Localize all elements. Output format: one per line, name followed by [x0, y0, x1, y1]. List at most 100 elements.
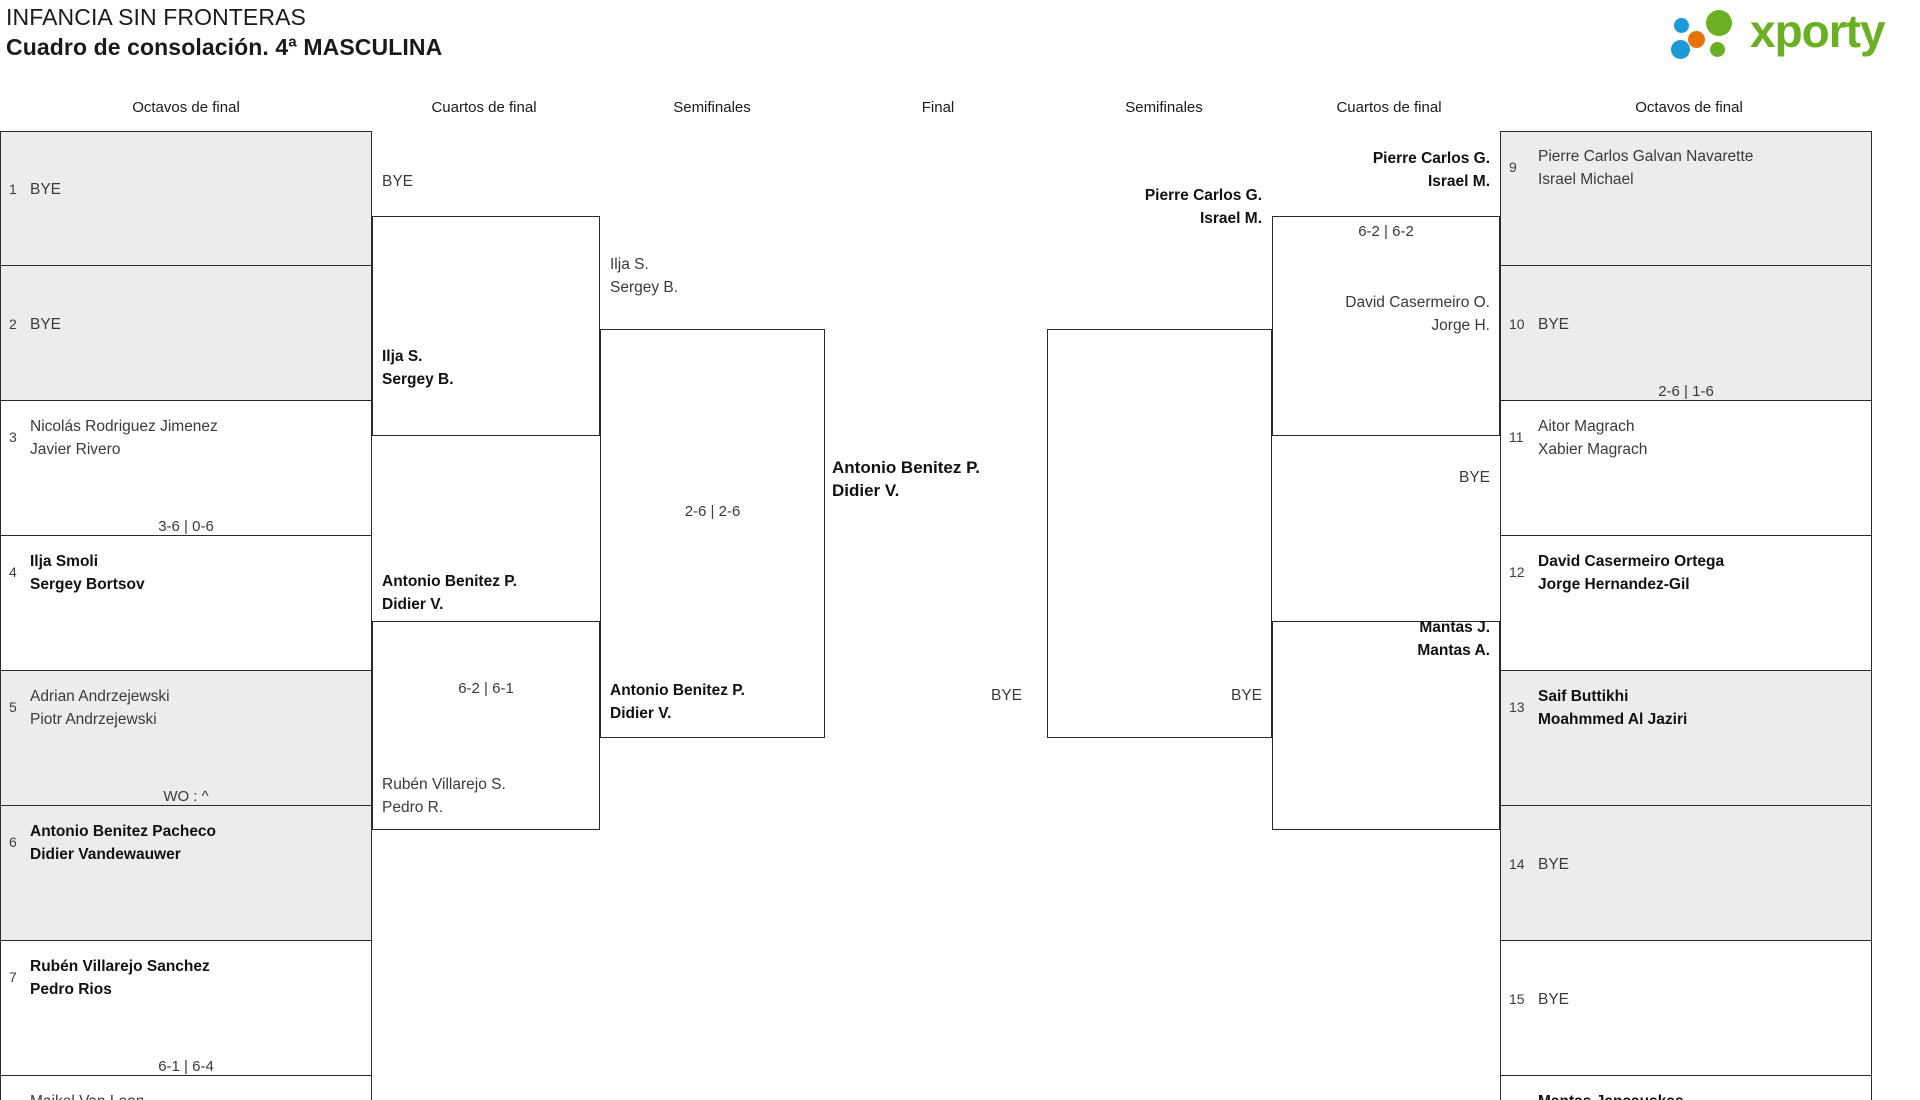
left-seed-7: 7: [9, 969, 17, 985]
logo-dot-orange: [1688, 31, 1705, 48]
right-r16-slot-15[interactable]: [1500, 941, 1872, 1076]
right-qf-player-1-1: David Casermeiro O.: [1345, 294, 1490, 311]
right-player-9-1: Pierre Carlos Galvan Navarette: [1538, 148, 1754, 165]
left-r16-slot-2[interactable]: [0, 266, 372, 401]
right-sf-player-1-1: BYE: [1230, 687, 1262, 704]
left-player-3-1: Nicolás Rodriguez Jimenez: [30, 418, 218, 435]
right-r16-slot-16[interactable]: [1500, 1076, 1872, 1100]
left-r16-score-2: 6-1 | 6-4: [158, 1058, 214, 1075]
left-player-6-1: Antonio Benitez Pacheco: [30, 823, 217, 840]
right-seed-14: 14: [1509, 856, 1525, 872]
left-player-1-1: BYE: [30, 181, 62, 198]
left-player-8-1: Maikel Van Loon: [30, 1092, 144, 1100]
left-sf-player-1-1: Antonio Benitez P.: [610, 682, 745, 699]
right-seed-10: 10: [1509, 316, 1525, 332]
right-player-12-1: David Casermeiro Ortega: [1538, 553, 1725, 570]
left-player-4-2: Sergey Bortsov: [30, 576, 145, 593]
round-header-0: Octavos de final: [132, 99, 240, 116]
left-r16-slot-4[interactable]: [0, 536, 372, 671]
right-qf-player-3-1: Mantas J.: [1419, 619, 1490, 636]
left-seed-2: 2: [9, 316, 17, 332]
right-r16-score-0: 2-6 | 1-6: [1658, 383, 1714, 400]
left-r16-slot-8[interactable]: [0, 1076, 372, 1100]
right-r16-slot-10[interactable]: [1500, 266, 1872, 401]
right-qf-player-0-2: Israel M.: [1427, 173, 1490, 190]
left-player-6-2: Didier Vandewauwer: [30, 846, 181, 863]
round-header-6: Octavos de final: [1635, 99, 1743, 116]
right-player-10-1: BYE: [1538, 316, 1570, 333]
left-r16-slot-5[interactable]: [0, 671, 372, 806]
left-r16-slot-1[interactable]: [0, 131, 372, 266]
left-sf-player-1-2: Didier V.: [610, 705, 672, 722]
final-bye-label: BYE: [990, 687, 1022, 704]
bracket-subtitle: Cuadro de consolación. 4ª MASCULINA: [6, 34, 443, 60]
right-qf-player-1-2: Jorge H.: [1431, 317, 1490, 334]
tournament-name: INFANCIA SIN FRONTERAS: [6, 4, 306, 30]
left-player-7-2: Pedro Rios: [30, 981, 112, 998]
right-r16-slot-13[interactable]: [1500, 671, 1872, 806]
left-r16-slot-6[interactable]: [0, 806, 372, 941]
right-qf-box-top[interactable]: [1272, 216, 1500, 436]
left-r16-score-1: WO : ^: [163, 788, 209, 805]
right-player-14-1: BYE: [1538, 856, 1570, 873]
logo-wordmark: xporty: [1750, 5, 1886, 57]
right-r16-slot-12[interactable]: [1500, 536, 1872, 671]
page-title: INFANCIA SIN FRONTERAS Cuadro de consola…: [6, 2, 442, 62]
right-qf-score-0: 6-2 | 6-2: [1358, 223, 1414, 240]
left-r16-slot-3[interactable]: [0, 401, 372, 536]
round-header-3: Final: [921, 99, 955, 116]
final-player-2: Didier V.: [832, 481, 900, 500]
right-player-15-1: BYE: [1538, 991, 1570, 1008]
left-qf-player-3-2: Pedro R.: [382, 799, 444, 816]
right-seed-12: 12: [1509, 564, 1525, 580]
right-qf-player-2-1: BYE: [1458, 469, 1490, 486]
right-player-13-1: Saif Buttikhi: [1538, 688, 1629, 705]
right-seed-13: 13: [1509, 699, 1525, 715]
left-sf-player-0-2: Sergey B.: [610, 279, 679, 296]
right-player-12-2: Jorge Hernandez-Gil: [1538, 576, 1690, 593]
left-player-3-2: Javier Rivero: [30, 441, 121, 458]
round-header-4: Semifinales: [1125, 99, 1203, 116]
left-seed-3: 3: [9, 429, 17, 445]
right-seed-11: 11: [1509, 429, 1524, 445]
left-qf-player-3-1: Rubén Villarejo S.: [382, 776, 506, 793]
left-qf-box-bottom[interactable]: [372, 621, 600, 830]
left-player-2-1: BYE: [30, 316, 62, 333]
left-qf-player-1-1: Ilja S.: [382, 348, 423, 365]
right-seed-9: 9: [1509, 159, 1517, 175]
left-player-7-1: Rubén Villarejo Sanchez: [30, 958, 210, 975]
right-sf-player-0-1: Pierre Carlos G.: [1144, 187, 1262, 204]
right-player-16-1: Mantas Jancauskas: [1538, 1092, 1684, 1100]
left-qf-score-0: 6-2 | 6-1: [458, 680, 514, 697]
left-player-5-1: Adrian Andrzejewski: [30, 688, 170, 705]
right-player-13-2: Moahmmed Al Jaziri: [1538, 711, 1688, 728]
round-header-1: Cuartos de final: [431, 99, 537, 116]
round-header-5: Cuartos de final: [1336, 99, 1442, 116]
left-sf-box[interactable]: [600, 329, 825, 738]
left-seed-5: 5: [9, 699, 17, 715]
right-sf-box[interactable]: [1047, 329, 1272, 738]
left-qf-player-2-1: Antonio Benitez P.: [382, 573, 517, 590]
right-qf-player-3-2: Mantas A.: [1417, 642, 1490, 659]
right-r16-slot-14[interactable]: [1500, 806, 1872, 941]
left-qf-box-top[interactable]: [372, 216, 600, 436]
left-seed-4: 4: [9, 564, 17, 580]
right-player-11-2: Xabier Magrach: [1538, 441, 1648, 458]
xporty-logo: xporty: [1666, 4, 1906, 60]
left-player-5-2: Piotr Andrzejewski: [30, 711, 157, 728]
right-r16-slot-9[interactable]: [1500, 131, 1872, 266]
final-player-1: Antonio Benitez P.: [832, 458, 980, 477]
right-qf-box-bottom[interactable]: [1272, 621, 1500, 830]
logo-dot-blue-small: [1674, 18, 1689, 33]
left-sf-player-0-1: Ilja S.: [610, 256, 649, 273]
right-qf-player-0-1: Pierre Carlos G.: [1372, 150, 1490, 167]
round-header-2: Semifinales: [673, 99, 751, 116]
right-sf-player-0-2: Israel M.: [1199, 210, 1262, 227]
right-r16-slot-11[interactable]: [1500, 401, 1872, 536]
left-r16-slot-7[interactable]: [0, 941, 372, 1076]
left-seed-1: 1: [9, 181, 17, 197]
left-qf-player-0-1: BYE: [382, 173, 414, 190]
logo-dot-green-large: [1706, 10, 1732, 36]
left-seed-6: 6: [9, 834, 17, 850]
